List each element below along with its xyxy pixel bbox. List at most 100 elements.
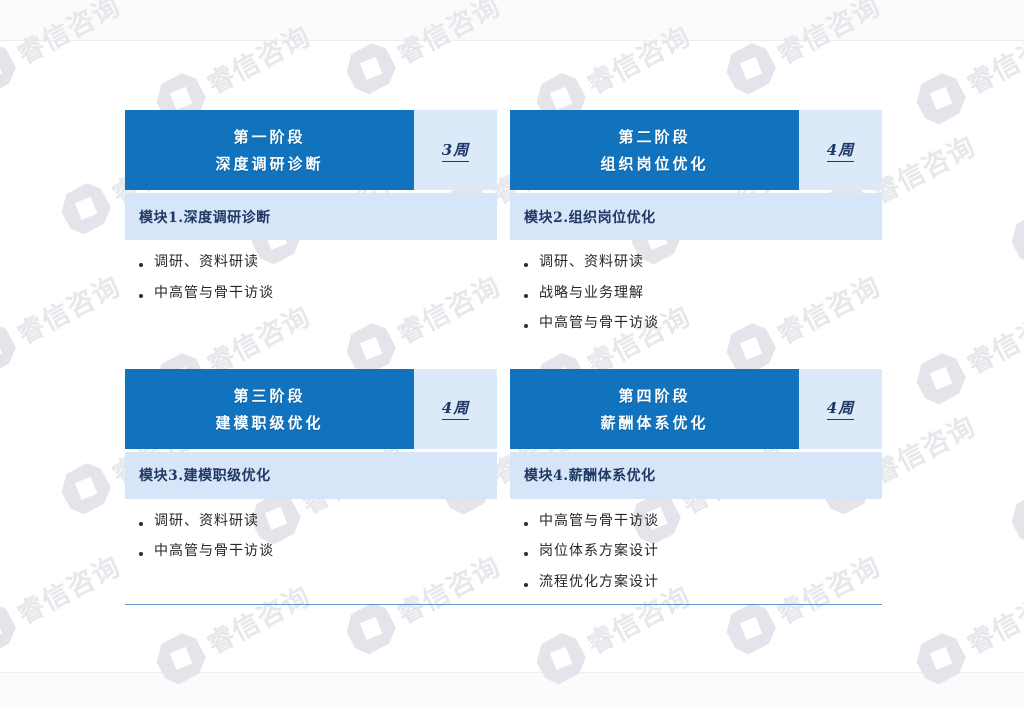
watermark-text: 睿信咨询 [12, 550, 126, 631]
watermark-text: 睿信咨询 [962, 580, 1024, 661]
phase-title-block: 第四阶段 薪酬体系优化 [510, 368, 799, 449]
bullet-dot-icon [524, 521, 528, 526]
bullet-text: 战略与业务理解 [539, 284, 644, 301]
phase-subtitle: 深度调研诊断 [215, 155, 324, 173]
bullet-text: 调研、资料研读 [154, 254, 259, 270]
bullet-text: 岗位体系方案设计 [539, 543, 659, 559]
phase-title-block: 第三阶段 建模职级优化 [125, 368, 414, 449]
bullet-dot-icon [139, 552, 143, 556]
page-bottom-rule [0, 672, 1024, 673]
company-logo-icon [0, 38, 21, 98]
bullet-dot-icon [524, 552, 528, 556]
bullet-dot-icon [139, 521, 143, 526]
phase-duration: 4周 [826, 397, 855, 420]
list-item: 调研、资料研读 [524, 254, 882, 272]
company-logo-icon [1005, 208, 1024, 268]
bullet-dot-icon [139, 293, 143, 298]
list-item: 流程优化方案设计 [524, 574, 882, 592]
phase-title-block: 第二阶段 组织岗位优化 [510, 110, 799, 190]
phase-card-header: 第一阶段 深度调研诊断 3周 [125, 110, 497, 190]
list-item: 中高管与骨干访谈 [139, 285, 497, 303]
watermark-text: 睿信咨询 [12, 270, 126, 351]
phase-row: 第三阶段 建模职级优化 4周 模块3.建模职级优化 调研、资料研读 中高管与骨干… [125, 368, 882, 605]
bullet-text: 中高管与骨干访谈 [154, 543, 274, 559]
module-bullet-list: 调研、资料研读 中高管与骨干访谈 [125, 499, 497, 561]
module-bar: 模块3.建模职级优化 [125, 451, 497, 499]
phase-title: 第三阶段 [233, 386, 306, 405]
list-item: 岗位体系方案设计 [524, 543, 882, 561]
bullet-dot-icon [524, 582, 528, 587]
list-item: 中高管与骨干访谈 [139, 543, 497, 561]
watermark: 睿信咨询 [0, 542, 127, 659]
phase-card: 第四阶段 薪酬体系优化 4周 模块4.薪酬体系优化 中高管与骨干访谈 岗位体系方… [510, 368, 882, 605]
bullet-text: 中高管与骨干访谈 [539, 512, 659, 529]
phase-title: 第一阶段 [233, 128, 306, 146]
bullet-dot-icon [524, 263, 528, 267]
footer-divider [125, 604, 882, 605]
company-logo-icon [340, 38, 401, 98]
company-logo-icon [910, 68, 971, 128]
page-top-rule [0, 40, 1024, 41]
bullet-text: 调研、资料研读 [539, 254, 644, 270]
bullet-dot-icon [524, 324, 528, 328]
phase-card: 第三阶段 建模职级优化 4周 模块3.建模职级优化 调研、资料研读 中高管与骨干… [125, 368, 497, 605]
module-bar: 模块1.深度调研诊断 [125, 193, 497, 240]
company-logo-icon [1005, 488, 1024, 548]
company-logo-icon [910, 348, 971, 408]
phase-duration-cell: 4周 [799, 110, 882, 190]
company-logo-icon [720, 598, 781, 658]
phase-board: 第一阶段 深度调研诊断 3周 模块1.深度调研诊断 调研、资料研读 中高管与骨干… [125, 110, 882, 604]
company-logo-icon [55, 458, 116, 518]
phase-subtitle: 组织岗位优化 [600, 155, 709, 173]
module-bullet-list: 调研、资料研读 战略与业务理解 中高管与骨干访谈 [510, 240, 882, 333]
module-title: 模块3.建模职级优化 [139, 468, 271, 484]
phase-subtitle: 建模职级优化 [215, 413, 324, 432]
watermark-text: 睿信咨询 [962, 300, 1024, 381]
company-logo-icon [55, 178, 116, 238]
company-logo-icon [720, 38, 781, 98]
bullet-text: 调研、资料研读 [154, 512, 259, 529]
module-bar: 模块4.薪酬体系优化 [510, 451, 882, 499]
phase-duration-cell: 4周 [414, 368, 497, 449]
module-title: 模块4.薪酬体系优化 [524, 468, 656, 484]
module-title: 模块1.深度调研诊断 [139, 209, 271, 226]
module-bullet-list: 调研、资料研读 中高管与骨干访谈 [125, 240, 497, 302]
bullet-text: 中高管与骨干访谈 [154, 284, 274, 301]
page-bottom-band [0, 673, 1024, 709]
phase-title-block: 第一阶段 深度调研诊断 [125, 110, 414, 190]
module-bar: 模块2.组织岗位优化 [510, 193, 882, 240]
phase-duration: 4周 [826, 139, 855, 162]
page-top-band [0, 0, 1024, 40]
phase-duration: 4周 [441, 397, 470, 420]
list-item: 中高管与骨干访谈 [524, 513, 882, 531]
phase-duration: 3周 [441, 139, 470, 162]
phase-row: 第一阶段 深度调研诊断 3周 模块1.深度调研诊断 调研、资料研读 中高管与骨干… [125, 110, 882, 346]
phase-title: 第四阶段 [618, 386, 691, 405]
bullet-dot-icon [524, 293, 528, 298]
phase-card-header: 第四阶段 薪酬体系优化 4周 [510, 368, 882, 449]
list-item: 战略与业务理解 [524, 285, 882, 303]
module-title: 模块2.组织岗位优化 [524, 209, 656, 226]
phase-card-header: 第三阶段 建模职级优化 4周 [125, 368, 497, 449]
phase-title: 第二阶段 [618, 128, 691, 146]
watermark: 睿信咨询 [1005, 152, 1024, 269]
company-logo-icon [0, 598, 21, 658]
phase-card: 第一阶段 深度调研诊断 3周 模块1.深度调研诊断 调研、资料研读 中高管与骨干… [125, 110, 497, 346]
bullet-text: 流程优化方案设计 [539, 573, 659, 590]
phase-card-header: 第二阶段 组织岗位优化 4周 [510, 110, 882, 190]
watermark: 睿信咨询 [910, 292, 1024, 409]
bullet-text: 中高管与骨干访谈 [539, 315, 659, 331]
list-item: 中高管与骨干访谈 [524, 315, 882, 333]
company-logo-icon [0, 318, 21, 378]
company-logo-icon [340, 598, 401, 658]
list-item: 调研、资料研读 [139, 254, 497, 272]
phase-duration-cell: 4周 [799, 368, 882, 449]
phase-card: 第二阶段 组织岗位优化 4周 模块2.组织岗位优化 调研、资料研读 战略与业务理… [510, 110, 882, 346]
watermark: 睿信咨询 [1005, 432, 1024, 549]
bullet-dot-icon [139, 263, 143, 267]
phase-subtitle: 薪酬体系优化 [600, 413, 709, 432]
module-bullet-list: 中高管与骨干访谈 岗位体系方案设计 流程优化方案设计 [510, 499, 882, 592]
watermark: 睿信咨询 [0, 262, 127, 379]
phase-duration-cell: 3周 [414, 110, 497, 190]
list-item: 调研、资料研读 [139, 513, 497, 531]
